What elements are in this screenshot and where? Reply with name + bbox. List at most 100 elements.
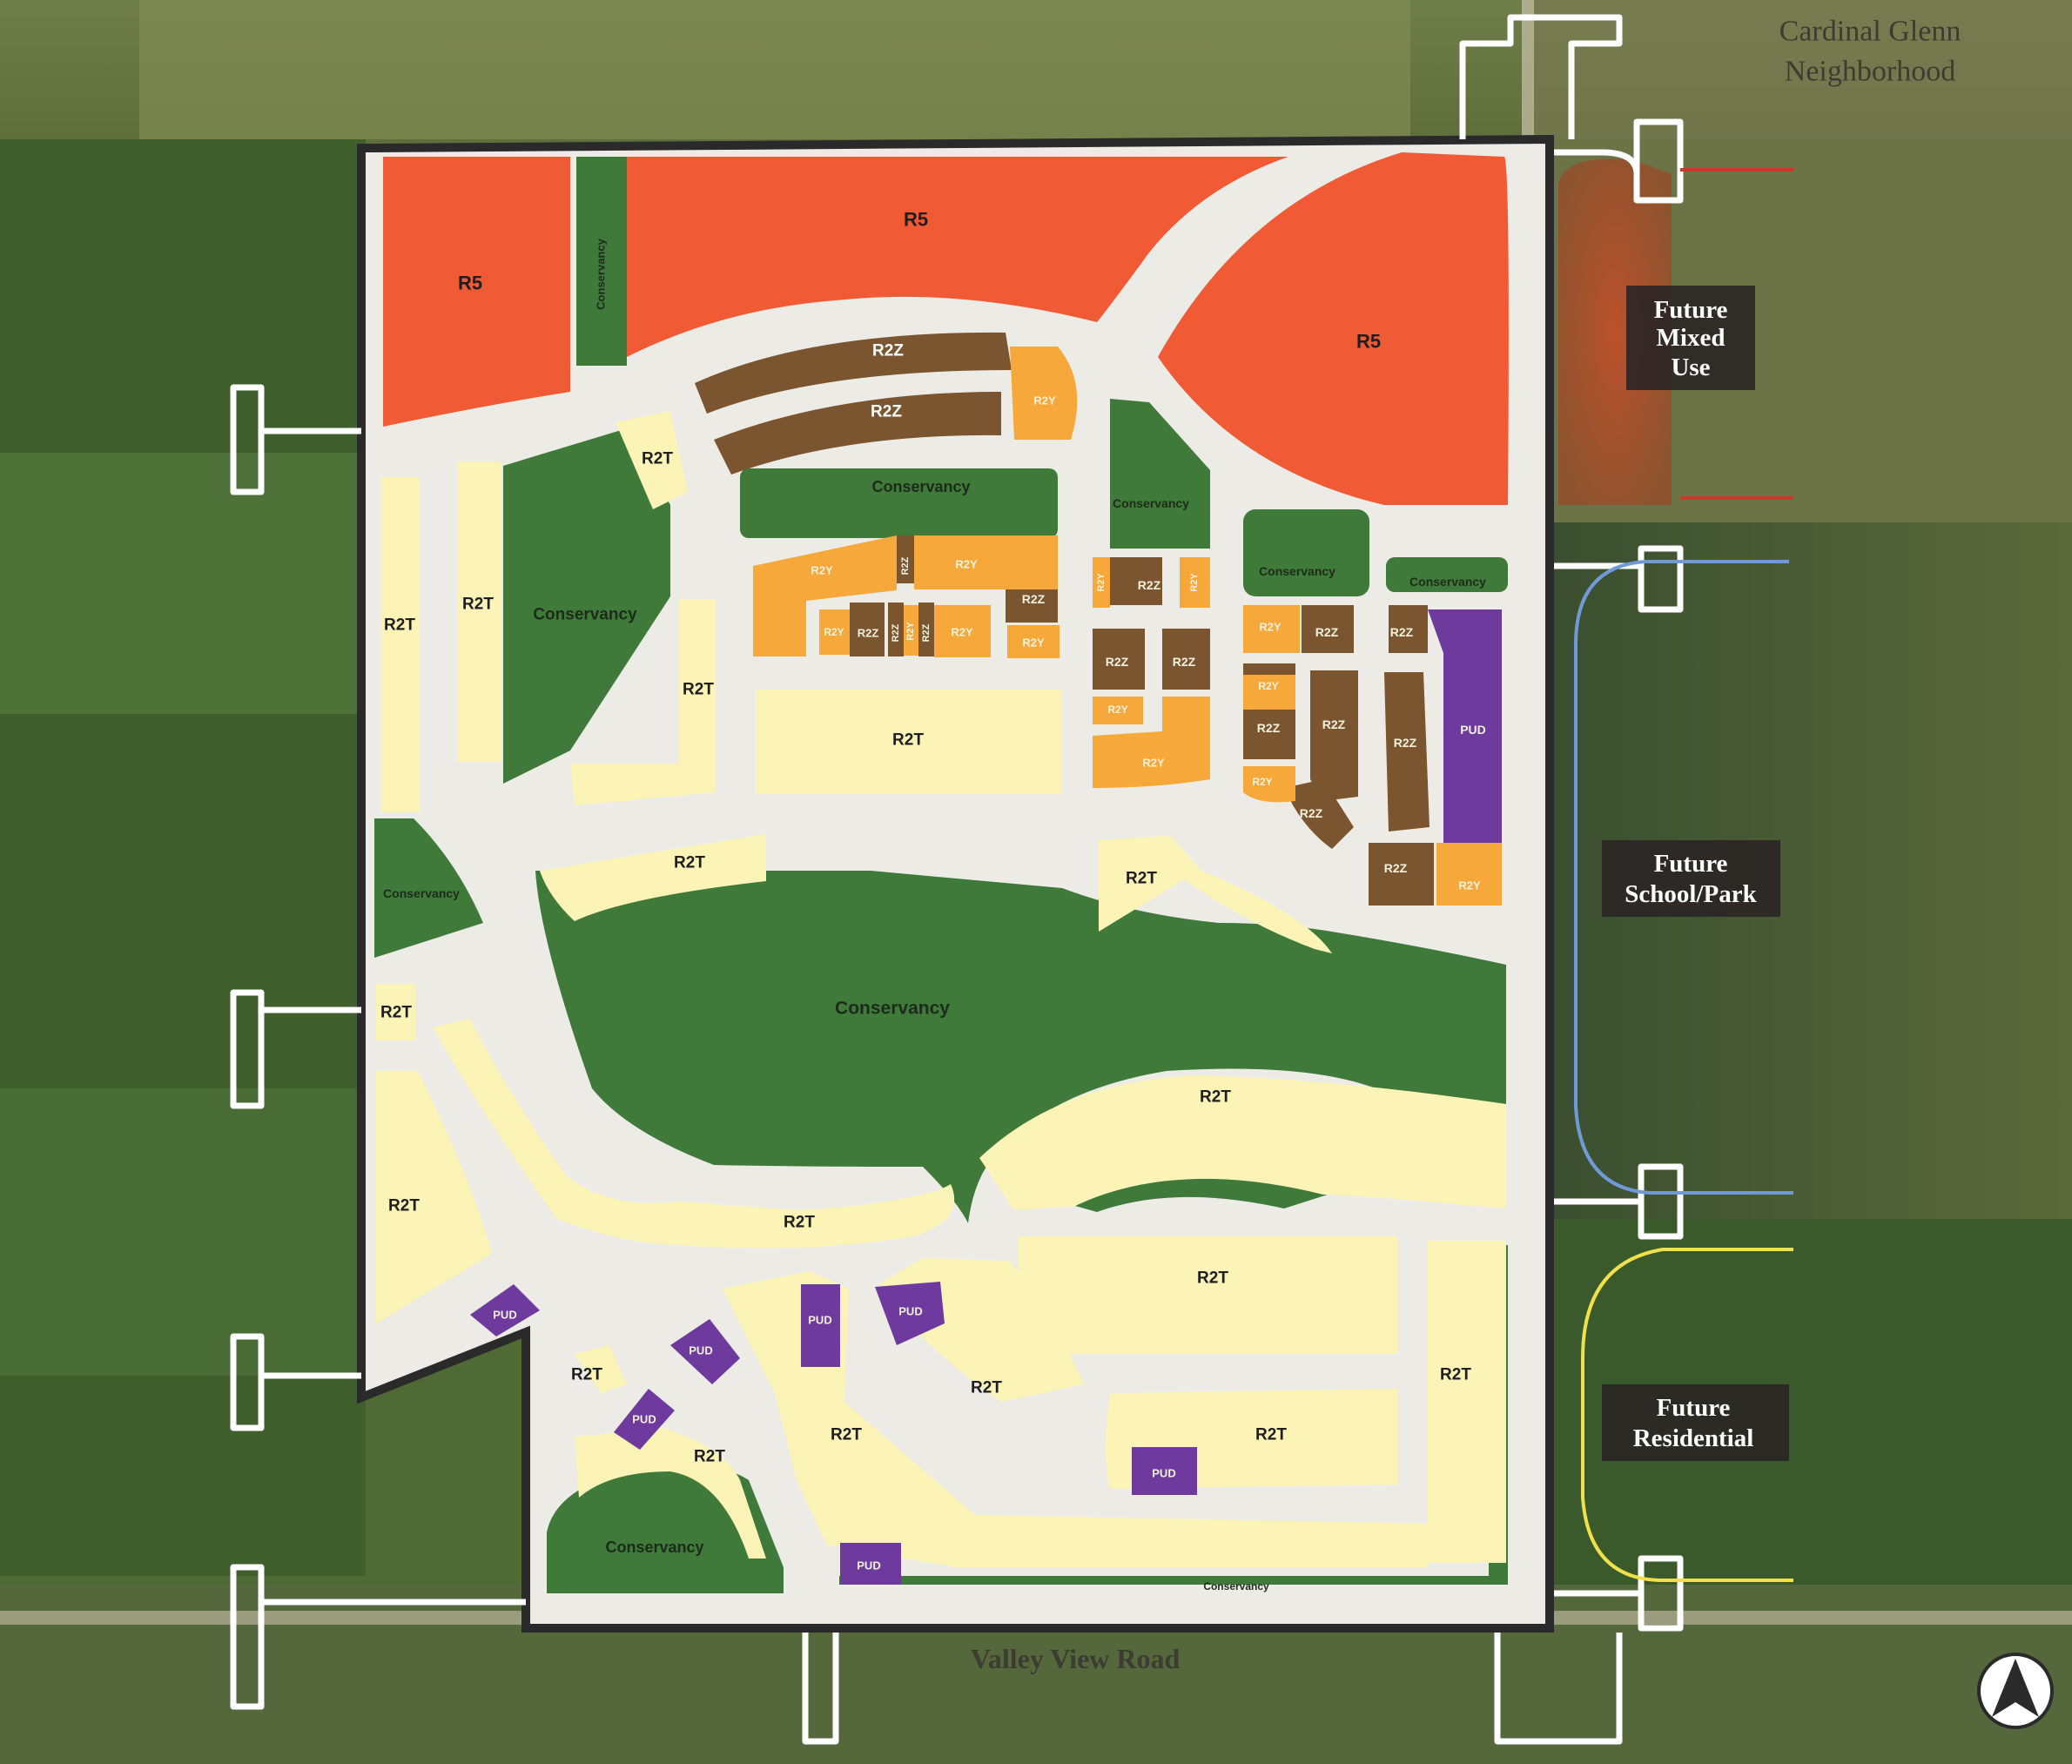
yellow-connector bbox=[1581, 1248, 1793, 1582]
r2z-row-upper bbox=[695, 332, 1012, 414]
conservancy-west-edge bbox=[374, 818, 483, 958]
access-arrow-east-upper bbox=[1554, 118, 1684, 204]
label-conservancy-west: Conservancy bbox=[533, 606, 637, 624]
pud-southwest-b bbox=[670, 1319, 740, 1384]
label-r2t-north-west: R2T bbox=[642, 450, 673, 468]
r2y-small-a bbox=[819, 609, 850, 655]
future-residential-box bbox=[1602, 1384, 1789, 1461]
future-labels: Future Mixed Use Future School/Park Futu… bbox=[1602, 286, 1789, 1461]
future-mixed-use-area bbox=[1558, 158, 1672, 505]
r2t-south-east-edge bbox=[1428, 1241, 1506, 1563]
label-conservancy-far-east: Conservancy bbox=[1409, 575, 1486, 589]
r2t-west-edge bbox=[380, 477, 420, 812]
label-r2z-row-lower: R2Z bbox=[871, 403, 902, 421]
r2t-south-main bbox=[723, 1271, 1428, 1567]
label-r2z-east-f: R2Z bbox=[1322, 717, 1346, 731]
label-conservancy-strip: Conservancy bbox=[595, 238, 608, 309]
label-r2z-east-b: R2Z bbox=[1106, 655, 1129, 669]
label-r2z-central-b: R2Z bbox=[1022, 592, 1046, 606]
label-conservancy-south-strip: Conservancy bbox=[1203, 1580, 1269, 1592]
label-r2t-south-east-edge: R2T bbox=[1440, 1366, 1471, 1384]
label-r2t-south-east-block: R2T bbox=[1197, 1269, 1228, 1288]
label-r2t-west-edge: R2T bbox=[384, 616, 415, 635]
conservancy-east-block bbox=[1110, 399, 1210, 549]
label-r2z-central-e: R2Z bbox=[921, 623, 932, 642]
pud-south-c bbox=[1132, 1447, 1197, 1495]
r2t-lower-arc bbox=[433, 1019, 955, 1249]
future-school-park-box bbox=[1602, 840, 1780, 917]
label-conservancy-central: Conservancy bbox=[835, 999, 950, 1019]
label-r2z-east-h: R2Z bbox=[1394, 736, 1417, 750]
access-arrow-east-lower bbox=[1554, 1163, 1684, 1240]
label-r2z-row-upper: R2Z bbox=[872, 342, 904, 360]
pud-south-a bbox=[801, 1284, 840, 1367]
label-r2t-central-block: R2T bbox=[892, 731, 924, 750]
label-r2t-south-center: R2T bbox=[971, 1379, 1002, 1397]
label-pud-south-c: PUD bbox=[1152, 1467, 1175, 1480]
pud-east bbox=[1428, 609, 1502, 843]
access-arrow-southwest bbox=[230, 1564, 526, 1710]
label-r2t-west-small: R2T bbox=[380, 1004, 412, 1022]
label-r2y-east-b: R2Y bbox=[1189, 573, 1200, 592]
r2t-mid-west bbox=[540, 834, 766, 921]
label-r2t-southwest-corner: R2T bbox=[571, 1366, 602, 1384]
north-arrow-icon bbox=[1977, 1653, 2054, 1729]
label-r2z-central-d: R2Z bbox=[891, 623, 901, 642]
label-conservancy-upper: Conservancy bbox=[871, 478, 970, 495]
r2z-far-east bbox=[1369, 843, 1434, 906]
pud-southwest-c bbox=[614, 1389, 675, 1450]
zone-parcels bbox=[374, 152, 1509, 1593]
r2y-small-c bbox=[934, 605, 991, 657]
label-r2y-block-right: R2Y bbox=[955, 558, 978, 571]
pud-south-b bbox=[875, 1282, 945, 1345]
label-r2z-central-a: R2Z bbox=[900, 556, 911, 575]
label-r2z-east-d: R2Z bbox=[1315, 625, 1339, 639]
r2t-central-block bbox=[755, 690, 1061, 794]
access-arrow-west-upper bbox=[230, 384, 361, 495]
label-conservancy-east: Conservancy bbox=[1113, 496, 1189, 510]
r2y-east-b bbox=[1180, 557, 1210, 608]
r2z-central-e bbox=[918, 603, 934, 656]
r5-parcel-northeast bbox=[1158, 152, 1509, 505]
r2z-east-b bbox=[1093, 629, 1145, 690]
r2t-mid-east bbox=[1099, 836, 1332, 953]
label-r2t-east-arc: R2T bbox=[1200, 1088, 1231, 1107]
label-pud-southwest-c: PUD bbox=[632, 1413, 656, 1426]
label-conservancy-southwest: Conservancy bbox=[605, 1538, 703, 1556]
r2y-block-left bbox=[753, 535, 897, 656]
r2z-central-d bbox=[888, 603, 904, 656]
r2y-east-f bbox=[1243, 675, 1295, 710]
r2y-small-d bbox=[1007, 625, 1060, 658]
label-r2z-east-g: R2Z bbox=[1390, 625, 1414, 639]
pud-southwest-a bbox=[470, 1284, 540, 1336]
conservancy-far-east bbox=[1386, 557, 1508, 592]
neighborhood-label-line1: Cardinal Glenn bbox=[1779, 16, 1961, 48]
label-r2y-north: R2Y bbox=[1033, 394, 1056, 407]
label-r2y-east-e: R2Y bbox=[1259, 621, 1282, 634]
future-school-line2: School/Park bbox=[1625, 880, 1757, 908]
label-r2y-block-left: R2Y bbox=[811, 564, 833, 577]
label-r2t-lower-arc: R2T bbox=[784, 1214, 815, 1232]
access-arrow-east-mid bbox=[1554, 545, 1684, 613]
label-r2z-east-i: R2Z bbox=[1300, 806, 1323, 820]
label-r2t-mid-west: R2T bbox=[674, 854, 705, 872]
r2y-east-a bbox=[1093, 557, 1110, 608]
conservancy-arc-south bbox=[1075, 1178, 1328, 1212]
r2y-east-e bbox=[1243, 605, 1300, 653]
r2t-southwest-lower bbox=[575, 1428, 766, 1559]
blue-connector bbox=[1574, 560, 1793, 1195]
r2y-far-east bbox=[1436, 843, 1502, 906]
label-pud-southwest-b: PUD bbox=[689, 1344, 712, 1357]
label-r2y-east-a: R2Y bbox=[1096, 573, 1107, 592]
r2z-east-h bbox=[1384, 672, 1430, 832]
r2y-east-c bbox=[1093, 697, 1143, 724]
label-r2t-west-inner: R2T bbox=[462, 596, 494, 614]
future-mixed-line3: Use bbox=[1671, 353, 1710, 381]
r2t-west-lower bbox=[376, 1071, 492, 1323]
r2t-south-east-block bbox=[1019, 1236, 1397, 1354]
r2t-west-central bbox=[570, 599, 716, 805]
r2t-west-small bbox=[376, 984, 415, 1040]
future-school-line1: Future bbox=[1654, 850, 1728, 878]
connector-arrows bbox=[1574, 168, 1793, 1582]
